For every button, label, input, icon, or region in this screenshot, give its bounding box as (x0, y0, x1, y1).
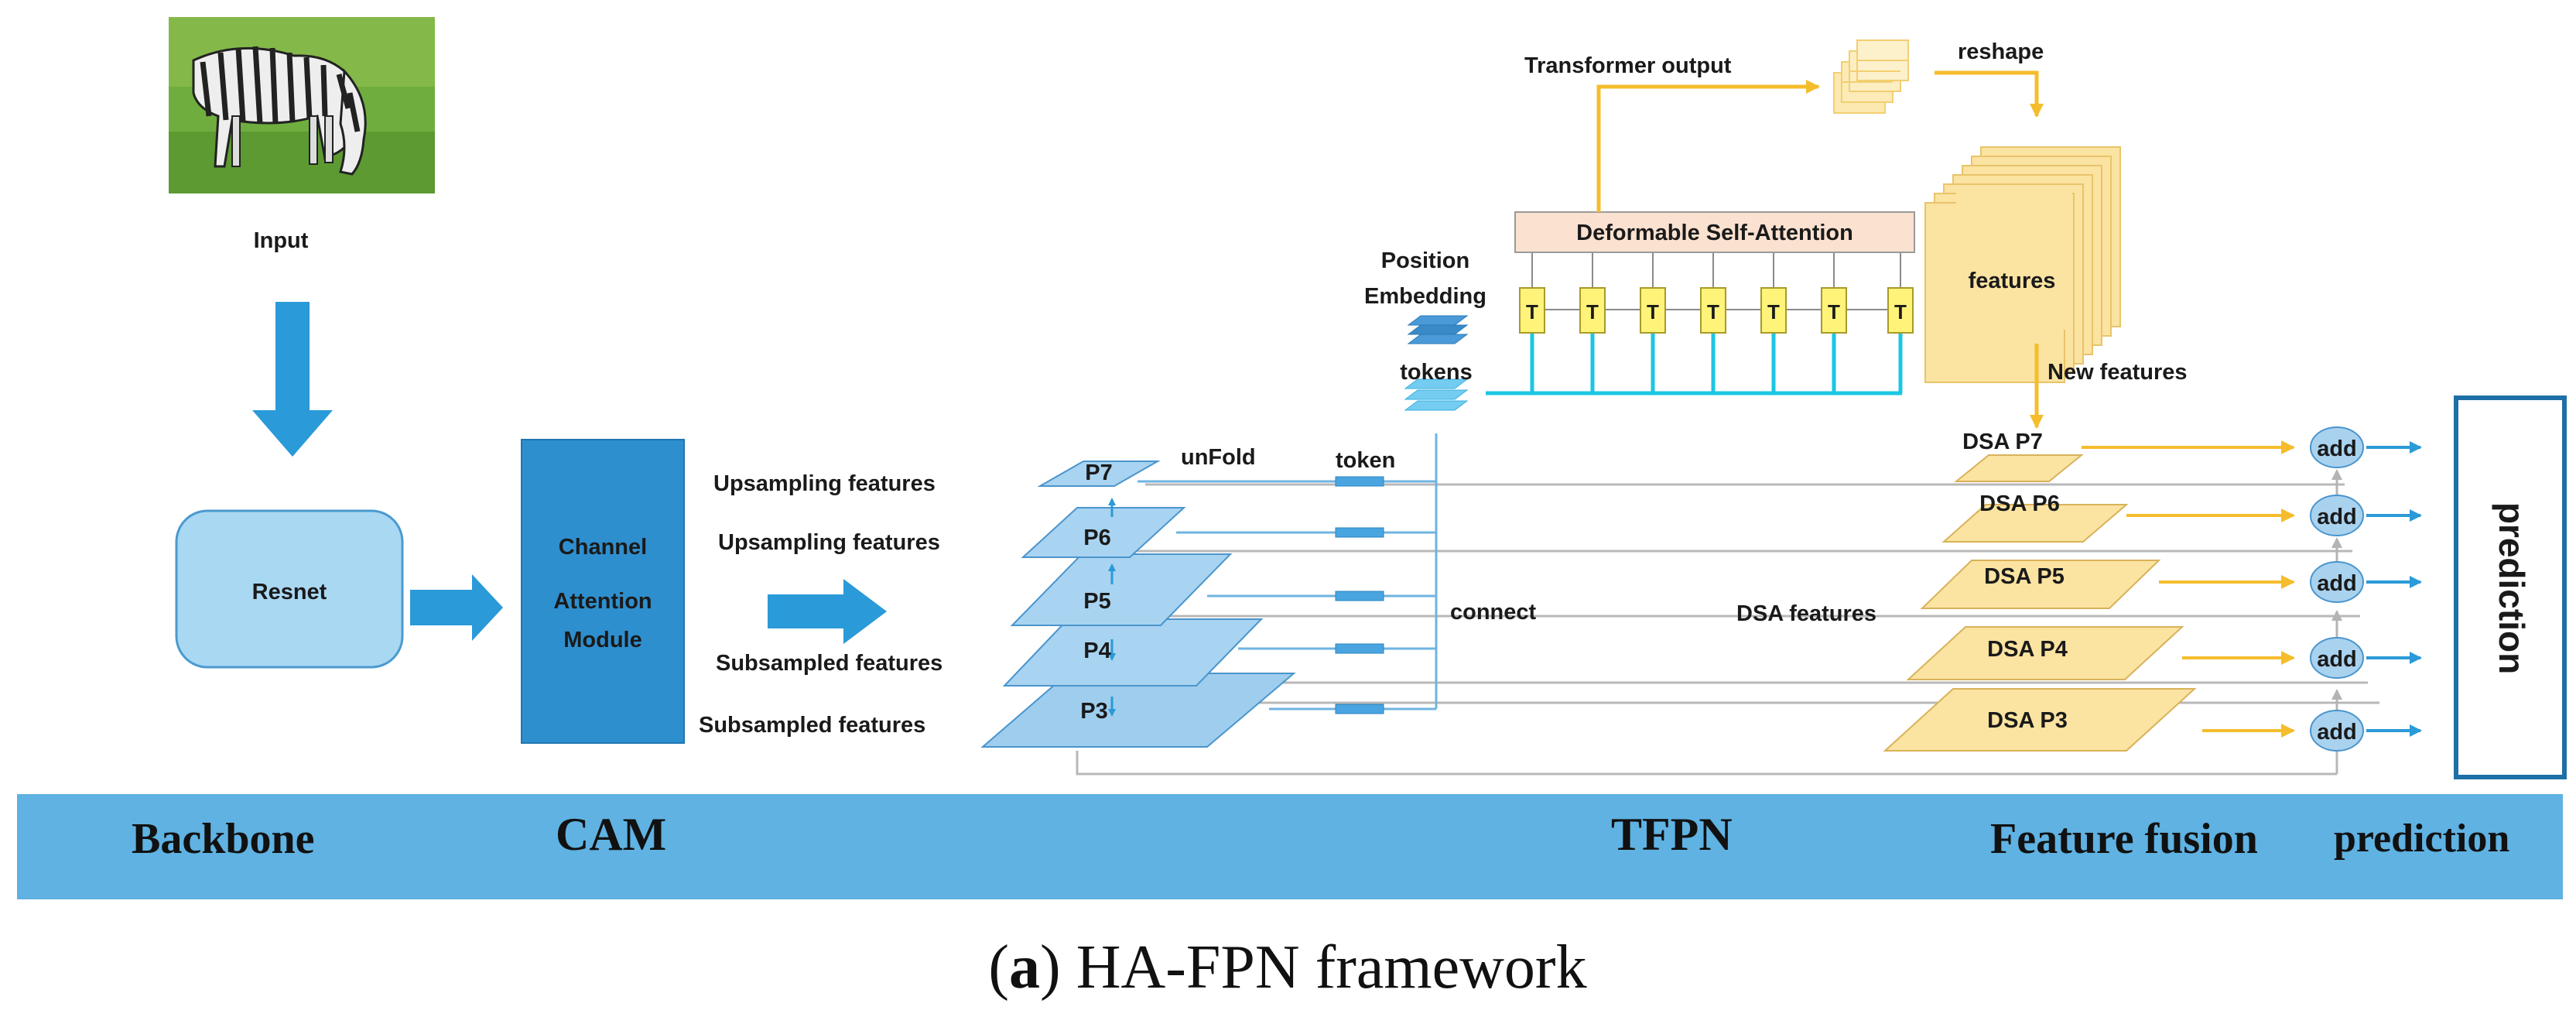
figure-caption: (a) HA-FPN framework (988, 933, 1586, 1002)
t-label: T (1586, 300, 1599, 324)
caption-text: ) HA-FPN framework (1040, 933, 1587, 1002)
zebra-illustration (192, 46, 367, 176)
dsa-p6-label: DSA P6 (1979, 491, 2060, 516)
add-node-1: add (2310, 426, 2364, 468)
tokens-stack (1404, 378, 1469, 411)
p3-label: P3 (1080, 699, 1107, 724)
t-block-1: T (1519, 287, 1545, 334)
attention-label: Deformable Self-Attention (1576, 221, 1853, 245)
p5-label: P5 (1083, 589, 1110, 614)
token-label: token (1336, 448, 1395, 473)
add-label: add (2317, 571, 2357, 596)
add-label: add (2317, 720, 2357, 745)
pyramid-p7 (1037, 461, 1161, 487)
cam-box (521, 439, 685, 744)
tokens-label: tokens (1400, 360, 1472, 385)
dsa-features-label: DSA features (1736, 601, 1876, 626)
t-label: T (1828, 300, 1840, 324)
t-block-2: T (1579, 287, 1606, 334)
resnet-box (175, 509, 404, 669)
stage-cam: CAM (556, 809, 666, 860)
dsa-p4-label: DSA P4 (1987, 637, 2068, 662)
new-features-label: New features (2047, 360, 2188, 385)
position-embedding-stack (1407, 315, 1469, 344)
unfold-lines (1137, 480, 1436, 711)
input-label: Input (254, 228, 309, 253)
subsampled-note-2: Subsampled features (699, 713, 925, 738)
token-bus (1486, 333, 1903, 396)
subsampled-note-1: Subsampled features (716, 651, 942, 676)
pyramid-p4 (1002, 618, 1264, 687)
dsa-p5-label: DSA P5 (1984, 564, 2065, 589)
features-label: features (1969, 269, 2056, 293)
stage-feature-fusion: Feature fusion (1990, 815, 2258, 863)
dsa-to-add-arrows (2082, 440, 2295, 738)
token-bars (1335, 476, 1384, 714)
level-connectors (1076, 483, 2379, 776)
add-node-5: add (2310, 710, 2364, 752)
stage-tfpn: TFPN (1611, 809, 1733, 860)
add-node-2: add (2310, 495, 2364, 536)
t-block-6: T (1821, 287, 1847, 334)
attention-box (1514, 211, 1915, 253)
t-label: T (1526, 300, 1538, 324)
dsa-plate-p6 (1941, 504, 2129, 543)
reshape-label: reshape (1958, 39, 2044, 64)
t-block-3: T (1640, 287, 1666, 334)
resnet-label: Resnet (252, 580, 327, 604)
p6-label: P6 (1083, 526, 1110, 550)
pyramid-p5 (1010, 553, 1233, 626)
p4-label: P4 (1083, 639, 1110, 663)
prediction-box (2454, 396, 2567, 779)
down-arrow-icon (252, 302, 333, 457)
stage-backbone: Backbone (132, 815, 315, 863)
unfold-label: unFold (1181, 445, 1256, 470)
prediction-box-label: prediction (2492, 502, 2532, 674)
dsa-plate-p3 (1883, 688, 2197, 752)
upsampling-note-1: Upsampling features (713, 471, 936, 496)
reshape-arrow (1935, 70, 2044, 118)
add-to-prediction-arrows (2366, 441, 2422, 737)
stage-bar (17, 794, 2563, 899)
position-label-1: Position (1381, 248, 1469, 273)
right-arrow-icon (410, 574, 503, 641)
connect-label: connect (1450, 600, 1537, 625)
dsa-plate-p7 (1954, 454, 2084, 482)
pyramid-p3 (980, 673, 1296, 748)
t-label: T (1767, 300, 1780, 324)
add-label: add (2317, 437, 2357, 461)
dsa-p7-label: DSA P7 (1962, 430, 2043, 454)
add-node-3: add (2310, 561, 2364, 603)
add-node-4: add (2310, 637, 2364, 679)
p7-label: P7 (1085, 461, 1112, 485)
transformer-output-label: Transformer output (1524, 53, 1732, 78)
dsa-plate-p5 (1920, 560, 2161, 609)
cam-line1: Channel (559, 535, 647, 560)
right-arrow-icon-2 (768, 579, 887, 644)
t-label: T (1894, 300, 1907, 324)
dsa-p3-label: DSA P3 (1987, 708, 2068, 733)
cam-line2: Attention (553, 589, 652, 614)
t-block-5: T (1760, 287, 1787, 334)
t-label: T (1707, 300, 1719, 324)
input-image (169, 17, 435, 193)
dsa-plate-p4 (1906, 626, 2184, 680)
caption-letter: a (1009, 933, 1040, 1002)
attention-links (1531, 252, 1901, 310)
transformer-output-arrow (1596, 80, 1820, 212)
output-token-cube (1833, 39, 1909, 114)
t-block-4: T (1700, 287, 1726, 334)
stage-prediction: prediction (2334, 817, 2509, 861)
t-block-7: T (1887, 287, 1914, 334)
features-stack (1924, 146, 2121, 383)
pyramid-p6 (1021, 507, 1186, 558)
upsampling-note-2: Upsampling features (718, 530, 940, 555)
t-label: T (1647, 300, 1659, 324)
add-label: add (2317, 505, 2357, 529)
position-label-2: Embedding (1364, 284, 1486, 309)
cam-line3: Module (563, 628, 642, 652)
add-label: add (2317, 647, 2357, 672)
